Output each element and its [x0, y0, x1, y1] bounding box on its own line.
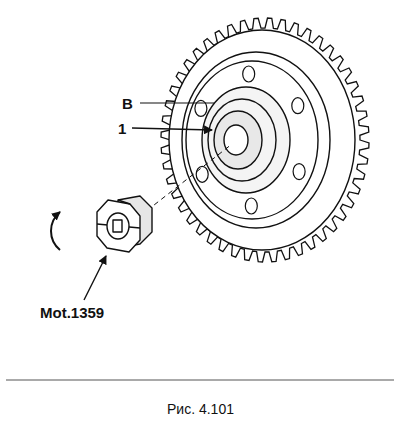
pulley-window [196, 166, 208, 182]
leader-arrow [132, 128, 212, 130]
pulley-window [243, 66, 255, 82]
tool-nut [97, 196, 152, 252]
leader-arrow [84, 256, 106, 300]
pulley-window [292, 98, 304, 114]
pulley-window [293, 164, 305, 180]
leader-line [140, 102, 214, 103]
figure-caption: Рис. 4.101 [167, 402, 234, 416]
rotation-arrow [51, 212, 60, 250]
gear-teeth-outline [161, 18, 369, 262]
axis-line [140, 144, 232, 216]
pulley-windows [195, 66, 305, 214]
pulley-body [169, 30, 355, 250]
gear-teeth [161, 18, 369, 262]
rule-line [6, 380, 394, 381]
callout-number: 1 [118, 121, 126, 136]
tool-reference: Mot.1359 [40, 305, 104, 320]
part-letter: B [122, 96, 133, 111]
pulley-window [245, 198, 257, 214]
